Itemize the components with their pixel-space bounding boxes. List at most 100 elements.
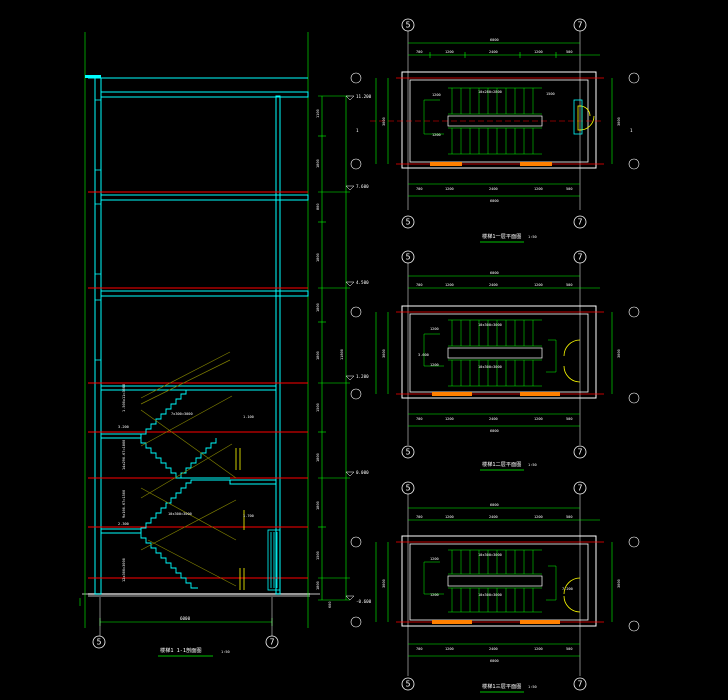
svg-text:6000: 6000 bbox=[490, 38, 499, 42]
svg-text:6000: 6000 bbox=[490, 503, 499, 507]
elevation-marks: 11.200 7.600 4.500 1.200 0.000 -0.600 bbox=[345, 94, 372, 604]
flight-label: 9x166.67=1500 bbox=[122, 490, 126, 518]
svg-text:1200: 1200 bbox=[534, 283, 543, 287]
svg-text:2400: 2400 bbox=[489, 417, 498, 421]
svg-text:1800: 1800 bbox=[316, 303, 320, 312]
svg-text:1500: 1500 bbox=[546, 92, 555, 96]
svg-text:1200: 1200 bbox=[432, 93, 441, 97]
axis-bubble-7 bbox=[573, 677, 587, 691]
flight-label: 12x300=3000 bbox=[122, 558, 126, 582]
svg-text:1800: 1800 bbox=[316, 253, 320, 262]
landing-label: 2.300 bbox=[118, 522, 129, 526]
section-scale: 1:50 bbox=[221, 650, 230, 654]
svg-text:10x300=3000: 10x300=3000 bbox=[478, 593, 502, 597]
svg-text:1200: 1200 bbox=[445, 187, 454, 191]
svg-text:10x280=2800: 10x280=2800 bbox=[478, 90, 502, 94]
svg-text:6000: 6000 bbox=[490, 199, 499, 203]
flight-label: 1.500x11=3000 bbox=[122, 384, 126, 412]
svg-text:5: 5 bbox=[97, 638, 102, 647]
left-wall bbox=[94, 77, 102, 595]
landing-label: 1.700 bbox=[243, 514, 254, 518]
svg-text:1200: 1200 bbox=[445, 283, 454, 287]
svg-text:1200: 1200 bbox=[534, 417, 543, 421]
section-title: 楼梯1 1-1剖面图 bbox=[160, 646, 202, 654]
svg-text:500: 500 bbox=[566, 417, 573, 421]
svg-text:1800: 1800 bbox=[316, 581, 320, 590]
svg-text:700: 700 bbox=[416, 515, 423, 519]
svg-text:700: 700 bbox=[416, 283, 423, 287]
svg-text:1800: 1800 bbox=[316, 159, 320, 168]
svg-text:5: 5 bbox=[406, 448, 411, 457]
plan-scale: 1:50 bbox=[528, 685, 537, 689]
svg-text:700: 700 bbox=[416, 417, 423, 421]
plan-title: 楼梯1三层平面图 bbox=[482, 682, 521, 690]
svg-text:1200: 1200 bbox=[430, 327, 439, 331]
axis-bubble-7 bbox=[265, 635, 279, 649]
section-view: 7x300=3000 10x300=3000 1.500x11=3000 14x… bbox=[79, 32, 372, 657]
plan-2: 5 7 6000 700 1200 2400 1200 500 bbox=[350, 250, 640, 471]
svg-text:3000: 3000 bbox=[617, 117, 621, 126]
svg-text:4.500: 4.500 bbox=[356, 280, 369, 285]
svg-text:5: 5 bbox=[406, 21, 411, 30]
axis-bubble-7 bbox=[573, 445, 587, 459]
svg-text:7: 7 bbox=[578, 253, 583, 262]
svg-text:1200: 1200 bbox=[430, 593, 439, 597]
svg-text:1200: 1200 bbox=[430, 363, 439, 367]
svg-text:1200: 1200 bbox=[430, 557, 439, 561]
svg-text:3000: 3000 bbox=[617, 579, 621, 588]
svg-text:2400: 2400 bbox=[489, 187, 498, 191]
svg-text:6000: 6000 bbox=[490, 429, 499, 433]
svg-text:1200: 1200 bbox=[534, 647, 543, 651]
svg-text:1200: 1200 bbox=[445, 515, 454, 519]
svg-text:2400: 2400 bbox=[489, 647, 498, 651]
svg-text:10x300=3000: 10x300=3000 bbox=[478, 323, 502, 327]
landing-label: 1.100 bbox=[243, 415, 254, 419]
svg-text:1800: 1800 bbox=[316, 351, 320, 360]
floor-level: 7.200 bbox=[562, 587, 573, 591]
svg-text:1200: 1200 bbox=[445, 50, 454, 54]
landing-label: 3.200 bbox=[118, 425, 129, 429]
svg-text:1200: 1200 bbox=[534, 50, 543, 54]
svg-text:7: 7 bbox=[270, 638, 275, 647]
svg-text:1200: 1200 bbox=[534, 515, 543, 519]
axis-bubble-5 bbox=[401, 215, 415, 229]
axis-bubble-7 bbox=[573, 215, 587, 229]
svg-text:1200: 1200 bbox=[445, 417, 454, 421]
section-span-dim: 6000 bbox=[180, 616, 191, 621]
plan-3: 5 7 6000 700 1200 2400 1200 500 bbox=[350, 481, 640, 693]
section-mark: 1 bbox=[630, 128, 633, 133]
svg-text:700: 700 bbox=[416, 647, 423, 651]
axis-bubble-5 bbox=[401, 445, 415, 459]
section-dim-texts: 1100 1800 800 1800 1800 1800 1500 1800 1… bbox=[316, 109, 344, 608]
svg-text:1.200: 1.200 bbox=[356, 374, 369, 379]
flight-label: 10x300=3000 bbox=[168, 512, 192, 516]
svg-text:5: 5 bbox=[406, 484, 411, 493]
svg-text:2400: 2400 bbox=[489, 515, 498, 519]
svg-text:-0.600: -0.600 bbox=[356, 599, 372, 604]
svg-text:5: 5 bbox=[406, 253, 411, 262]
svg-text:500: 500 bbox=[566, 283, 573, 287]
svg-text:6000: 6000 bbox=[490, 659, 499, 663]
stair-flights bbox=[140, 389, 230, 589]
ground-line bbox=[88, 593, 310, 597]
svg-text:11800: 11800 bbox=[340, 349, 344, 360]
svg-text:7: 7 bbox=[578, 218, 583, 227]
svg-text:800: 800 bbox=[316, 204, 320, 211]
plan-title: 楼梯1二层平面图 bbox=[482, 460, 521, 468]
svg-text:500: 500 bbox=[566, 647, 573, 651]
svg-text:3000: 3000 bbox=[382, 579, 386, 588]
svg-text:2400: 2400 bbox=[489, 283, 498, 287]
plan-scale: 1:50 bbox=[528, 463, 537, 467]
plan-scale: 1:50 bbox=[528, 235, 537, 239]
svg-text:700: 700 bbox=[416, 50, 423, 54]
plan-1: 5 7 6000 700 1200 2400 1200 500 bbox=[350, 18, 640, 243]
svg-text:10x300=3000: 10x300=3000 bbox=[478, 553, 502, 557]
right-wall bbox=[275, 95, 281, 595]
section-dim-chain bbox=[318, 95, 350, 601]
svg-text:1200: 1200 bbox=[534, 187, 543, 191]
floor-level: 3.600 bbox=[418, 353, 429, 357]
svg-text:11.200: 11.200 bbox=[356, 94, 372, 99]
svg-text:7: 7 bbox=[578, 680, 583, 689]
flight-label: 14x290.67=1800 bbox=[122, 440, 126, 470]
svg-text:1200: 1200 bbox=[445, 647, 454, 651]
